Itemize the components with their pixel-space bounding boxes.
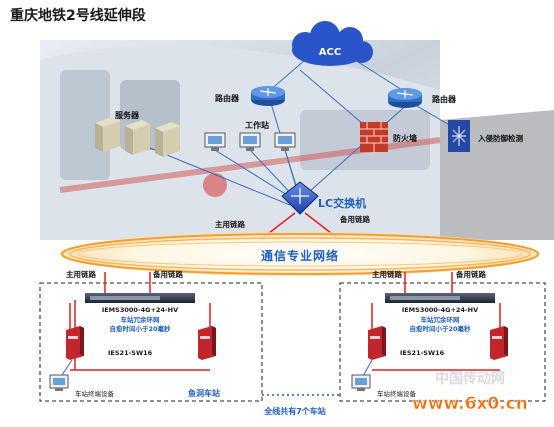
lc-switch-label: LC交换机 [318, 196, 366, 210]
top-main-link-label: 主用链路 [215, 219, 245, 229]
station-right-rack-switch-icon [385, 293, 495, 303]
workstation-2-icon [239, 132, 261, 151]
station-right-main-link: 主用链路 [372, 269, 402, 279]
station-left-backup-link: 备用链路 [152, 269, 183, 279]
workstations-icon [204, 132, 296, 151]
station-right-switch-a-icon [368, 326, 386, 360]
communication-ring [60, 232, 540, 276]
watermark-cn: 中国传动网 [435, 370, 505, 387]
station-left-rack-switch-icon [85, 293, 195, 303]
firewall-label: 防火墙 [393, 133, 417, 143]
station-right-terminal-icon [351, 374, 371, 391]
workstation-1-icon [204, 132, 226, 151]
station-left-frame [39, 282, 263, 402]
station-left-name: 鱼洞车站 [188, 388, 220, 398]
station-left-main-link: 主用链路 [66, 269, 96, 279]
station-right: 主用链路 备用链路 IEMS3000-4G+24-HV 车站冗余环网 自愈时间小… [339, 269, 546, 402]
servers-icon [95, 117, 180, 157]
station-left-switch-a-icon [66, 326, 84, 360]
router-left-label: 路由器 [215, 93, 240, 103]
server-3-icon [155, 122, 180, 157]
acc-cloud-icon: ACC [292, 21, 373, 66]
station-right-device-label: IEMS3000-4G+24-HV [402, 306, 478, 314]
station-right-switch-label: IES21-SW16 [400, 349, 445, 357]
workstation-3-icon [274, 132, 296, 151]
station-left: 主用链路 备用链路 IEMS3000-4G+24-HV 车站冗余环网 自愈时间小… [39, 269, 263, 402]
watermark-site: www.6x0.cn [412, 394, 528, 414]
station-left-switch-label: IES21-SW16 [108, 349, 153, 357]
station-left-ring-note-2: 自愈时间小于20毫秒 [109, 324, 171, 333]
workstations-label: 工作站 [245, 120, 269, 130]
router-right-label: 路由器 [432, 94, 457, 104]
station-left-ring-note-1: 车站冗余环网 [121, 315, 161, 324]
station-left-terminal-label: 车站终端设备 [75, 389, 115, 398]
servers-label: 服务器 [115, 110, 140, 120]
firewall-icon [360, 122, 388, 152]
station-right-ring-note-2: 自愈时间小于20毫秒 [409, 324, 471, 333]
top-backup-link-label: 备用链路 [339, 214, 370, 224]
router-right-icon [388, 88, 422, 108]
station-right-terminal-label: 车站终端设备 [377, 389, 417, 398]
station-left-switch-b-icon [198, 326, 216, 360]
intrusion-detection-icon [448, 120, 470, 152]
server-1-icon [95, 117, 120, 152]
ids-label: 入侵防御检测 [477, 133, 523, 143]
page-title: 重庆地铁2号线延伸段 [10, 7, 146, 24]
ring-label: 通信专业网络 [261, 248, 339, 263]
footer-label: 全线共有7个车站 [263, 406, 326, 416]
station-left-device-label: IEMS3000-4G+24-HV [102, 306, 178, 314]
acc-label: ACC [319, 47, 341, 58]
station-right-ring-note-1: 车站冗余环网 [421, 315, 461, 324]
server-2-icon [125, 120, 150, 155]
lc-switch-icon [281, 181, 319, 215]
station-left-terminal-icon [49, 374, 69, 391]
router-left-icon [251, 86, 285, 106]
station-right-backup-link: 备用链路 [455, 269, 486, 279]
station-right-switch-b-icon [490, 326, 508, 360]
